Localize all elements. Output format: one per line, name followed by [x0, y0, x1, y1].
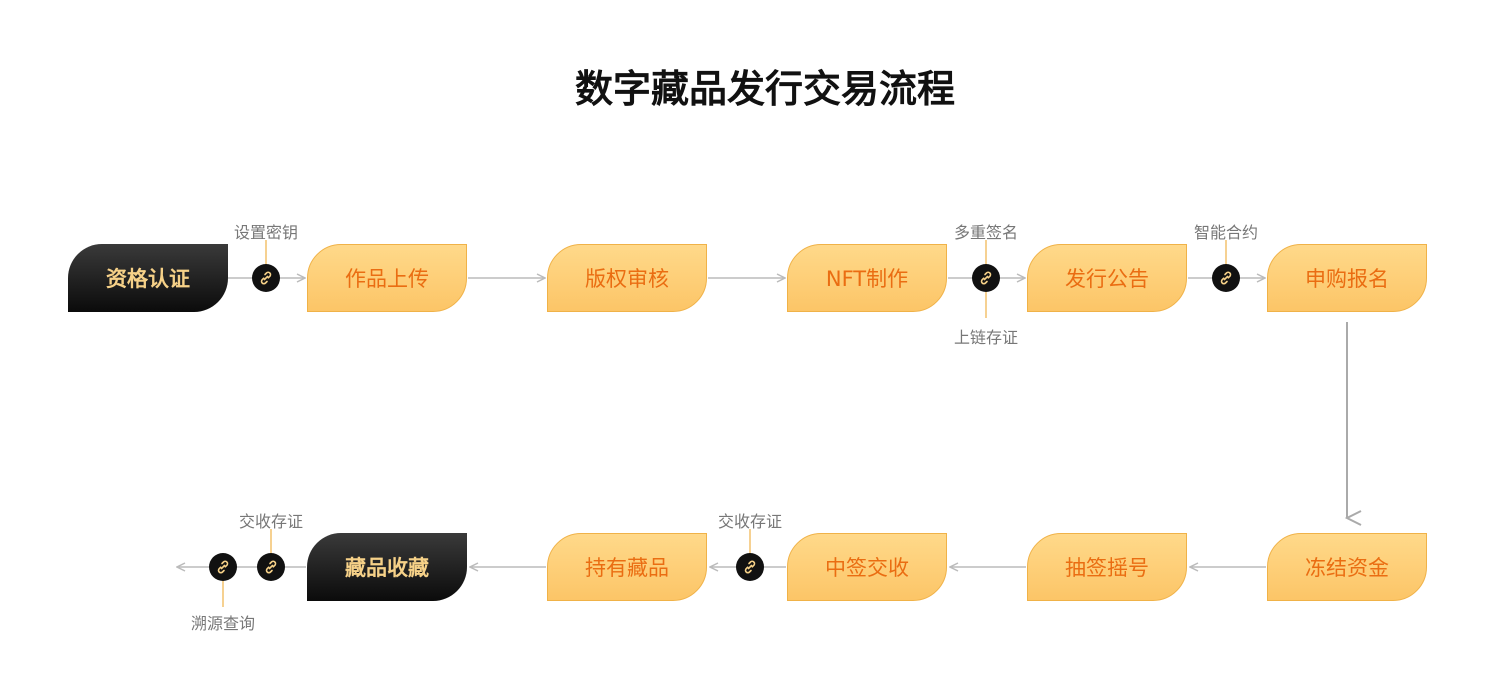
link-icon — [252, 264, 280, 292]
step-freeze-funds[interactable]: 冻结资金 — [1267, 533, 1427, 601]
step-label: 申购报名 — [1305, 267, 1389, 291]
step-label: 发行公告 — [1065, 267, 1149, 291]
step-label: 抽签摇号 — [1065, 556, 1149, 580]
step-upload[interactable]: 作品上传 — [307, 244, 467, 312]
step-collect[interactable]: 藏品收藏 — [307, 533, 467, 601]
step-issue-notice[interactable]: 发行公告 — [1027, 244, 1187, 312]
step-qualification[interactable]: 资格认证 — [68, 244, 228, 312]
step-label: 版权审核 — [585, 267, 669, 291]
step-lottery[interactable]: 抽签摇号 — [1027, 533, 1187, 601]
step-label: 冻结资金 — [1305, 556, 1389, 580]
step-label: 作品上传 — [345, 267, 429, 291]
link-icon — [1212, 264, 1240, 292]
annotation-trace-query: 溯源查询 — [190, 614, 255, 633]
step-settlement[interactable]: 中签交收 — [787, 533, 947, 601]
step-hold-collectible[interactable]: 持有藏品 — [547, 533, 707, 601]
link-icon — [736, 553, 764, 581]
annotation-settlement-record: 交收存证 — [717, 512, 782, 531]
step-label: 藏品收藏 — [345, 556, 429, 580]
step-nft-production[interactable]: NFT制作 — [787, 244, 947, 312]
step-copyright-review[interactable]: 版权审核 — [547, 244, 707, 312]
diagram-title: 数字藏品发行交易流程 — [574, 67, 955, 111]
step-label: 中签交收 — [825, 556, 909, 580]
step-label: 资格认证 — [106, 267, 190, 291]
link-icon — [257, 553, 285, 581]
annotation-settlement-record: 交收存证 — [238, 512, 303, 531]
step-subscription[interactable]: 申购报名 — [1267, 244, 1427, 312]
step-label: NFT制作 — [825, 267, 909, 291]
annotation-smart-contract: 智能合约 — [1193, 223, 1258, 242]
annotation-onchain-record: 上链存证 — [953, 328, 1018, 347]
link-icon — [972, 264, 1000, 292]
annotation-multisig: 多重签名 — [953, 223, 1018, 242]
link-icon — [209, 553, 237, 581]
annotation-set-key: 设置密钥 — [233, 223, 298, 242]
step-label: 持有藏品 — [585, 556, 669, 580]
